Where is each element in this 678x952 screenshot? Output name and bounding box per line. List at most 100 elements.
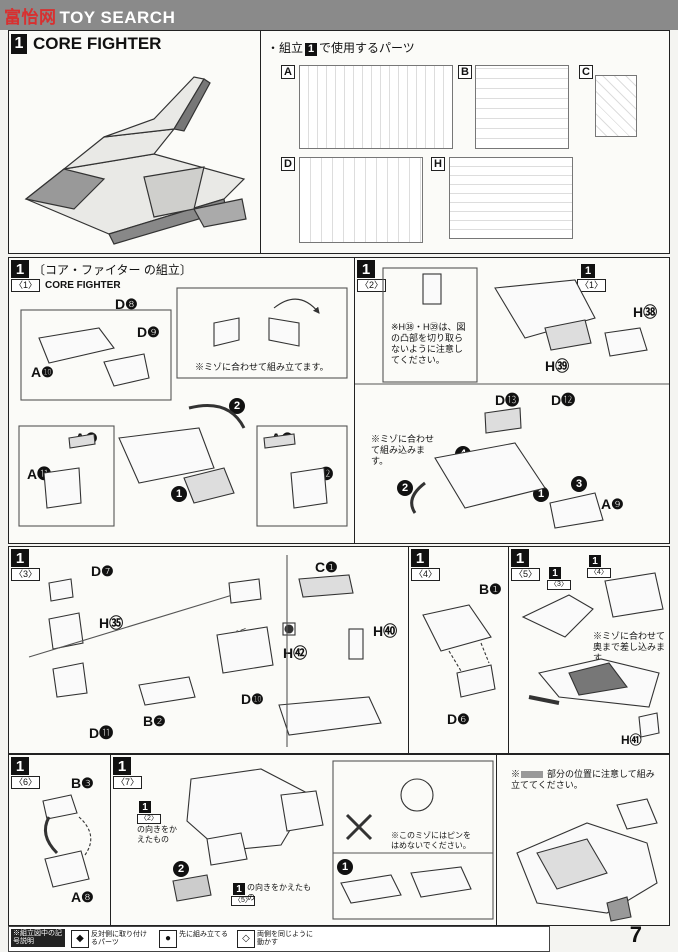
- part-h39: H㊴: [545, 358, 570, 374]
- ref-substep-b: 〈4〉: [587, 568, 611, 578]
- step-badge: 1: [511, 549, 529, 567]
- part-c1: C❶: [315, 559, 338, 575]
- page-title: CORE FIGHTER: [33, 34, 162, 53]
- panel-step-1-1: 1 〈1〉 〔コア・ファイター の組立〕 CORE FIGHTER D❽ D❾ …: [8, 257, 356, 544]
- part-d12: D⓬: [551, 392, 576, 408]
- substep-label: 〈5〉: [511, 568, 541, 581]
- step-number-2: 2: [229, 398, 245, 414]
- part-a10: A❿: [31, 364, 54, 380]
- panel-step-1-6: 1 〈6〉 B❸ A❽: [8, 754, 112, 926]
- ref-badge-b: 1: [589, 555, 601, 567]
- opposite-side-icon: ◆: [71, 930, 89, 948]
- header-box: 1 CORE FIGHTER: [8, 30, 262, 254]
- part-h38: H㊳: [633, 304, 658, 320]
- header-step-badge: 1: [11, 34, 27, 54]
- legend-title: ※組立図中の記号説明: [11, 929, 65, 947]
- ref-substep-a: 〈3〉: [547, 580, 571, 590]
- part-d9: D❾: [137, 324, 160, 340]
- note-a-badge: 1: [139, 801, 151, 813]
- panel1-drawing: [18, 287, 348, 527]
- assembly-title: 〔コア・ファイター の組立〕: [33, 263, 192, 277]
- substep-label: 〈1〉: [11, 279, 41, 292]
- part-b3: B❸: [71, 775, 94, 791]
- substep-label: 〈6〉: [11, 776, 41, 789]
- part-a8: A❽: [71, 889, 94, 905]
- runner-h: [449, 157, 573, 239]
- panel6-drawing: [42, 794, 92, 888]
- panel-step-1-2: 1 〈2〉 ※H㊳・H㊴は、図の凸部を切り取らないように注意してください。 1 …: [354, 257, 670, 544]
- part-b2: B❷: [143, 713, 166, 729]
- panel-step-1-4: 1 〈4〉 B❶ D❻: [408, 546, 510, 754]
- runner-c: [595, 75, 637, 137]
- panel-step-1-3: 1 〈3〉 D❼ H㉟ D⓫ B❷ D❿ C❶ H㊵ H㊷ パテ: [8, 546, 410, 754]
- note-no-pin: ※このミゾにはピンをはめないでください。: [391, 831, 471, 850]
- assemble-first-icon: ●: [159, 930, 177, 948]
- runner-label-d: D: [281, 157, 295, 171]
- assembly-subtitle: CORE FIGHTER: [45, 280, 121, 291]
- note-a-substep: 〈2〉: [137, 814, 161, 824]
- part-b1: B❶: [479, 581, 502, 597]
- step-badge: 1: [113, 757, 131, 775]
- runner-a: [299, 65, 453, 149]
- runner-label-a: A: [281, 65, 295, 79]
- highlight-swatch: [521, 771, 543, 778]
- step-number-2: 2: [173, 861, 189, 877]
- core-fighter-illustration: [24, 76, 247, 245]
- step-badge: 1: [411, 549, 429, 567]
- step-badge: 1: [357, 260, 375, 278]
- note-insert: ※ミゾに合わせて奥まで差し込みます。: [593, 631, 666, 663]
- runner-d: [299, 157, 423, 243]
- ref-badge: 1: [581, 264, 595, 278]
- substep-label: 〈4〉: [411, 568, 441, 581]
- part-h40: H㊵: [373, 623, 398, 639]
- substep-label: 〈2〉: [357, 279, 387, 292]
- both-sides-icon: ◇: [237, 930, 255, 948]
- part-d10: D❿: [241, 691, 264, 707]
- part-h42: H㊷: [283, 645, 308, 661]
- step-number-1-inset: 1: [337, 859, 353, 875]
- legend-item-opposite: 反対側に取り付けるパーツ: [91, 931, 147, 946]
- step-badge: 1: [11, 260, 29, 278]
- note-b: の向きをかえたもの: [247, 883, 311, 902]
- note-slot: ※ミゾに合わせて組み立てます。: [195, 362, 329, 372]
- step-number-3: 3: [571, 476, 587, 492]
- part-d11: D⓫: [89, 725, 114, 741]
- runner-label-c: C: [579, 65, 593, 79]
- substep-label: 〈7〉: [113, 776, 143, 789]
- panel-step-1-5: 1 〈5〉 1 〈3〉 1 〈4〉 ※ミゾに合わせて奥まで差し込みます。 H㊶: [508, 546, 670, 754]
- runner-b: [475, 65, 569, 149]
- page-number: 7: [629, 922, 642, 947]
- part-h41: H㊶: [621, 733, 642, 747]
- note-slot: ※ミゾに合わせて組み込みます。: [371, 434, 435, 466]
- legend-item-first: 先に組み立てる: [179, 931, 228, 938]
- part-d6: D❻: [447, 711, 470, 727]
- panel4-drawing: [422, 604, 496, 698]
- ref-badge-a: 1: [549, 567, 561, 579]
- legend-item-both: 両側を同じように動かす: [257, 931, 313, 946]
- panel-step-1-7: 1 〈7〉 1 〈2〉 の向きをかえたもの 1 〈5〉 の向きをかえたもの 1 …: [110, 754, 498, 926]
- note-h-parts: ※H㊳・H㊴は、図の凸部を切り取らないように注意してください。: [391, 322, 466, 365]
- runner-label-b: B: [458, 65, 472, 79]
- substep-label: 〈3〉: [11, 568, 41, 581]
- part-d13: D⓭: [495, 392, 520, 408]
- step-number-1: 1: [171, 486, 187, 502]
- note-a: の向きをかえたもの: [137, 825, 177, 844]
- panel2-drawing: [355, 267, 669, 529]
- step-number-2: 2: [397, 480, 413, 496]
- panel8-drawing: [516, 798, 658, 922]
- runner-label-h: H: [431, 157, 445, 171]
- note-b-substep: 〈5〉: [231, 896, 255, 906]
- step-badge: 1: [11, 757, 29, 775]
- note-b-badge: 1: [233, 883, 245, 895]
- panel3-drawing: [28, 555, 382, 747]
- step-badge: 1: [11, 549, 29, 567]
- part-h35: H㉟: [99, 615, 124, 631]
- part-d7: D❼: [91, 563, 114, 579]
- panel7-drawing: [172, 760, 494, 920]
- note-position: ※ 部分の位置に注意して組み立ててください。: [511, 769, 655, 790]
